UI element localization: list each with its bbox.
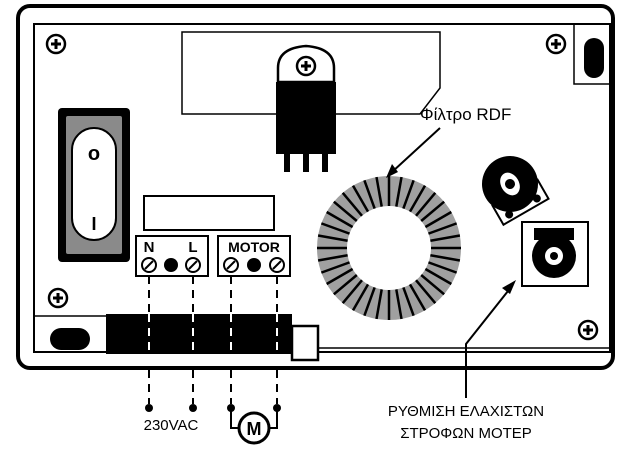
toroid-winding — [430, 254, 461, 262]
terminal-n-label: N — [144, 239, 155, 256]
toroid-winding — [326, 210, 354, 229]
toroid-winding — [428, 222, 458, 235]
toroid-winding — [424, 210, 452, 229]
toroid-winding — [420, 200, 445, 222]
terminal-l-label: L — [188, 239, 197, 256]
toroid-winding — [375, 176, 383, 207]
cable-clamp — [290, 324, 320, 362]
toroid-winding — [317, 234, 348, 242]
filter-arrow — [386, 127, 441, 178]
toroid-winding — [375, 289, 383, 320]
motor-symbol-label: M — [247, 419, 262, 439]
toroid-winding — [317, 254, 348, 262]
slot-top-right — [584, 38, 604, 78]
supply-voltage-label: 230VAC — [144, 417, 199, 434]
power-switch[interactable] — [58, 108, 130, 262]
supply-l-end — [189, 404, 197, 412]
trimmer-arrow — [465, 280, 516, 398]
toroid-winding — [341, 192, 363, 217]
toroid-winding — [415, 192, 437, 217]
terminal-motor-2-screw-icon — [269, 257, 285, 273]
cable-strip — [106, 314, 292, 354]
toroid-winding — [402, 287, 415, 317]
toroid-winding — [424, 267, 452, 286]
screw-bottom-right-icon — [577, 319, 599, 341]
screw-mid-left-icon — [47, 287, 69, 309]
toroid-winding — [395, 176, 403, 207]
internal-wires — [148, 276, 278, 312]
terminal-power-dot — [164, 258, 178, 272]
power-transistor-icon — [276, 44, 336, 172]
external-wires — [148, 370, 278, 404]
housing-outer — [16, 4, 615, 370]
toroid-filter-icon — [317, 176, 461, 320]
terminal-motor-label: MOTOR — [228, 239, 280, 255]
toroid-winding — [363, 287, 376, 317]
toroid-winding — [420, 274, 445, 296]
filter-label: Φίλτρο RDF — [420, 105, 511, 124]
toroid-winding — [430, 234, 461, 242]
terminal-l-screw-icon — [185, 257, 201, 273]
toroid-winding — [402, 179, 415, 209]
board-outline — [33, 23, 611, 353]
rotary-potentiometer-icon — [482, 156, 550, 227]
terminal-motor-1-screw-icon — [223, 257, 239, 273]
screw-top-right-icon — [545, 33, 567, 55]
motor-icon — [230, 408, 278, 445]
screw-top-left-icon — [45, 33, 67, 55]
slot-bottom-left — [50, 328, 90, 350]
toroid-winding — [320, 261, 350, 274]
toroid-winding — [408, 283, 427, 311]
trimmer-label-line1: ΡΥΘΜΙΣΗ ΕΛΑΧΙΣΤΩΝ — [388, 403, 544, 420]
toroid-winding — [351, 283, 370, 311]
toroid-winding — [351, 185, 370, 213]
switch-on-label: I — [91, 214, 96, 234]
label-plate — [143, 195, 275, 231]
toroid-winding — [333, 200, 358, 222]
toroid-winding — [408, 185, 427, 213]
trimmer-label-line2: ΣΤΡΟΦΩΝ ΜΟΤΕΡ — [400, 425, 532, 442]
supply-n-end — [145, 404, 153, 412]
toroid-winding — [395, 289, 403, 320]
switch-off-label: o — [88, 143, 100, 165]
board-corner-notch — [573, 24, 610, 85]
toroid-winding — [415, 279, 437, 304]
toroid-winding — [363, 179, 376, 209]
trimmer-potentiometer[interactable] — [521, 221, 589, 287]
toroid-winding — [333, 274, 358, 296]
terminal-n-screw-icon — [141, 257, 157, 273]
toroid-winding — [341, 279, 363, 304]
toroid-winding — [428, 261, 458, 274]
toroid-winding — [326, 267, 354, 286]
toroid-winding — [320, 222, 350, 235]
terminal-motor-dot — [247, 258, 261, 272]
cable-strip-wires — [148, 314, 278, 354]
